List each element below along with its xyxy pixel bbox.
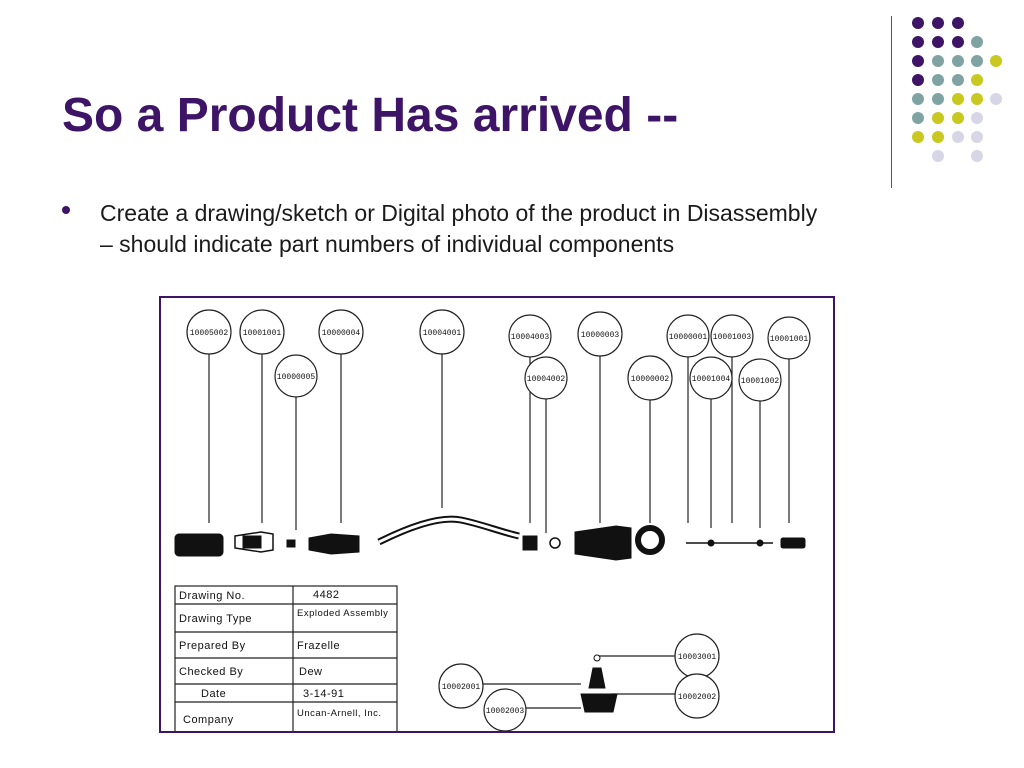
title-block-value: Frazelle: [297, 640, 340, 652]
part-washer-icon: [286, 539, 296, 548]
part-insulator-icon: [635, 525, 665, 555]
part-number: 10004003: [511, 333, 550, 342]
part-number: 10001001: [770, 335, 809, 344]
title-block-label: Drawing Type: [179, 613, 252, 625]
part-bubble: [186, 309, 232, 355]
part-number: 10003001: [678, 653, 717, 662]
part-ring-icon: [549, 537, 561, 549]
sub-assembly-part-icon: [580, 654, 618, 713]
part-bubble: [239, 309, 285, 355]
exploded-assembly-drawing: 10005002 10001001 10000005 10000004 1000…: [159, 296, 835, 733]
part-number: 10002001: [442, 683, 481, 692]
part-number: 10000004: [322, 329, 361, 338]
title-block-label: Checked By: [179, 666, 243, 678]
part-bubble: [274, 354, 318, 398]
part-bubble: [508, 314, 552, 358]
part-bubble: [674, 673, 720, 719]
title-block-label: Company: [183, 714, 234, 726]
part-bubble: [710, 314, 754, 358]
part-number: 10002003: [486, 707, 525, 716]
part-number: 10000003: [581, 331, 620, 340]
part-number: 10000005: [277, 373, 316, 382]
part-bubble: [689, 356, 733, 400]
title-block-value: 4482: [313, 589, 339, 601]
part-bubble: [738, 358, 782, 402]
part-connector-icon: [308, 533, 360, 555]
part-bubble: [318, 309, 364, 355]
part-nozzle-icon: [574, 525, 632, 561]
title-block-label: Drawing No.: [179, 590, 245, 602]
part-number: 10001003: [713, 333, 752, 342]
divider-line: [891, 16, 892, 188]
title-block-value: Dew: [299, 666, 323, 678]
title-block-value: Exploded Assembly: [297, 608, 388, 619]
part-number: 10004001: [423, 329, 462, 338]
bullet-item: Create a drawing/sketch or Digital photo…: [62, 198, 822, 260]
slide-title: So a Product Has arrived --: [62, 89, 679, 142]
title-block-label: Date: [201, 688, 226, 700]
part-bubble: [419, 309, 465, 355]
part-number: 10001004: [692, 375, 731, 384]
part-tip-icon: [780, 537, 806, 549]
part-bubble: [627, 355, 673, 401]
part-bubble: [577, 311, 623, 357]
bullet-dot-icon: [62, 206, 70, 214]
title-block-value: 3-14-91: [303, 688, 344, 700]
part-number: 10001001: [243, 329, 282, 338]
part-bubble: [767, 316, 811, 360]
part-adapter-icon: [522, 535, 538, 551]
decorative-dot-grid-icon: [912, 17, 1002, 162]
part-bubble: [666, 314, 710, 358]
drawing-canvas: 10005002 10001001 10000005 10000004 1000…: [174, 309, 811, 733]
part-bubble: [438, 663, 484, 709]
part-number: 10000002: [631, 375, 670, 384]
title-block-label: Prepared By: [179, 640, 246, 652]
part-bubble: [524, 356, 568, 400]
part-handle-icon: [174, 533, 224, 557]
part-number: 10000001: [669, 333, 708, 342]
bullet-text: Create a drawing/sketch or Digital photo…: [100, 200, 818, 257]
part-number: 10001002: [741, 377, 780, 386]
part-number: 10002002: [678, 693, 717, 702]
part-number: 10005002: [190, 329, 229, 338]
title-block-value: Uncan-Arnell, Inc.: [297, 708, 382, 719]
part-number: 10004002: [527, 375, 566, 384]
title-block-table: [174, 585, 398, 733]
